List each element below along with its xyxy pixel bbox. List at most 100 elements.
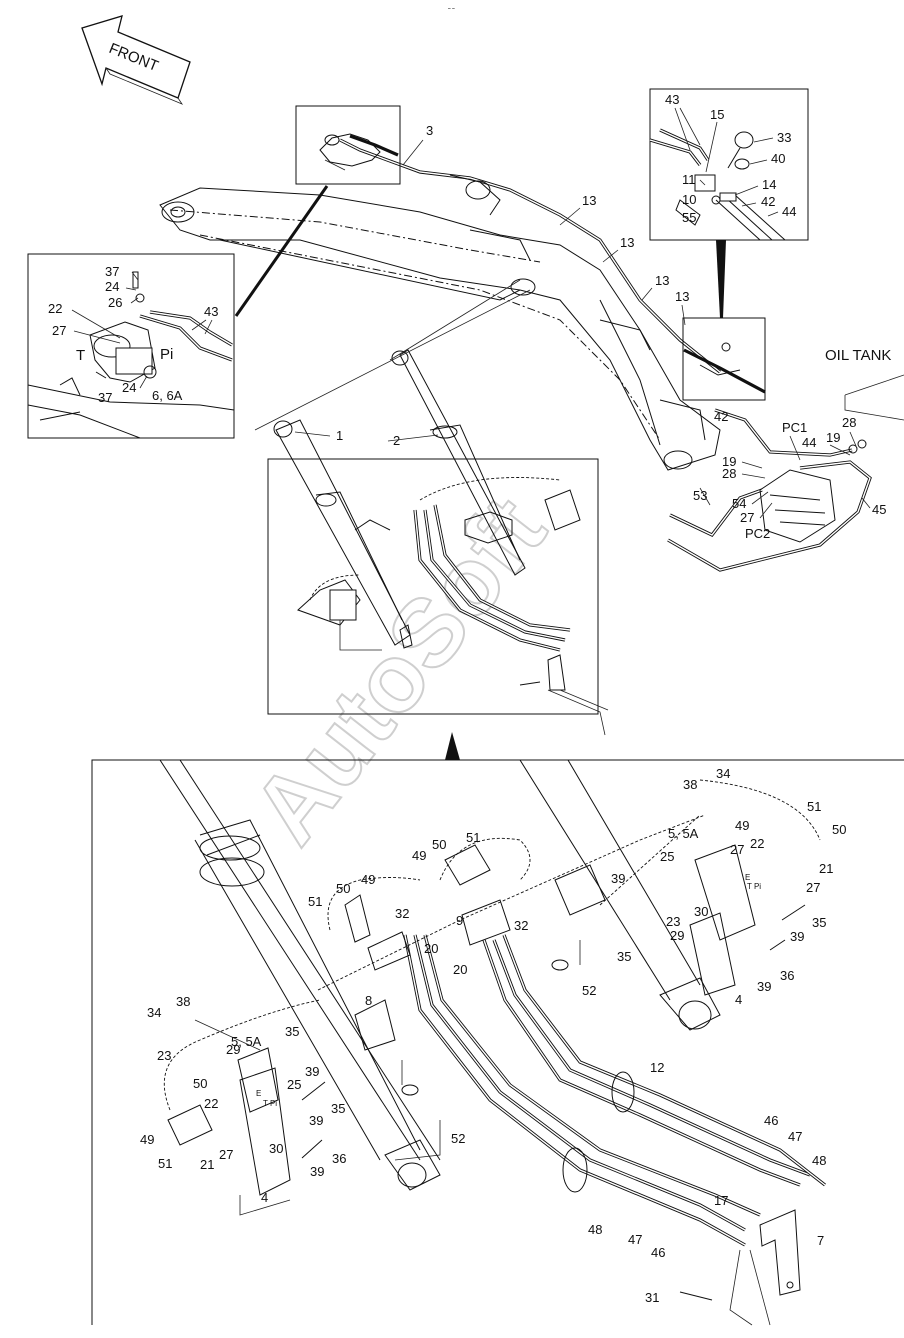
- callout-40: 40: [771, 151, 785, 166]
- callout-47: 47: [628, 1232, 642, 1247]
- callout-13: 13: [582, 193, 596, 208]
- callout-22: 22: [750, 836, 764, 851]
- callout-11: 11: [682, 172, 696, 187]
- bottom-detail-frame: [91, 759, 904, 1326]
- callout-50: 50: [432, 837, 446, 852]
- header-mark: ᠆ ᠆: [448, 7, 455, 13]
- callout-49: 49: [735, 818, 749, 833]
- callout-35: 35: [331, 1101, 345, 1116]
- callout-37: 37: [98, 390, 112, 405]
- callout-1: 1: [336, 428, 343, 443]
- callout-30: 30: [269, 1141, 283, 1156]
- callout-43: 43: [665, 92, 679, 107]
- port-e: E: [745, 873, 750, 882]
- callout-44: 44: [782, 204, 796, 219]
- callout-28: 28: [722, 466, 736, 481]
- pointer-bottom-inset: [445, 732, 460, 760]
- callout-48: 48: [812, 1153, 826, 1168]
- control-valve-area: [667, 408, 872, 572]
- pointer-right-inset: [716, 240, 726, 318]
- port-pi: Pi: [160, 346, 173, 363]
- front-arrow: FRONT: [81, 15, 191, 105]
- callout-17: 17: [714, 1193, 728, 1208]
- callout-13: 13: [620, 235, 634, 250]
- callout-25: 25: [660, 849, 674, 864]
- callout-23: 23: [157, 1048, 171, 1063]
- callout-51: 51: [158, 1156, 172, 1171]
- callout-34: 34: [716, 766, 730, 781]
- callout-35: 35: [812, 915, 826, 930]
- callout-22: 22: [204, 1096, 218, 1111]
- callout-3: 3: [426, 123, 433, 138]
- mid-detail-inset: [267, 458, 609, 736]
- callout-8: 8: [365, 993, 372, 1008]
- callout-43: 43: [204, 304, 218, 319]
- callout-4: 4: [735, 992, 742, 1007]
- callout-49: 49: [412, 848, 426, 863]
- callout-46: 46: [651, 1245, 665, 1260]
- watermark-text: AutoSoft: [232, 478, 566, 863]
- callout-46: 46: [764, 1113, 778, 1128]
- callout-52: 52: [451, 1131, 465, 1146]
- callout-50: 50: [193, 1076, 207, 1091]
- callout-7: 7: [817, 1233, 824, 1248]
- callout-39: 39: [310, 1164, 324, 1179]
- callout-4: 4: [261, 1190, 268, 1205]
- port-tpi: T Pi: [263, 1099, 277, 1108]
- callout-32: 32: [395, 906, 409, 921]
- callout-20: 20: [453, 962, 467, 977]
- boom-head-inset: [295, 105, 401, 185]
- callout-27: 27: [52, 323, 66, 338]
- callout-47: 47: [788, 1129, 802, 1144]
- callout-50: 50: [832, 822, 846, 837]
- callout-49: 49: [140, 1132, 154, 1147]
- boom-cylinders: [254, 279, 531, 646]
- callout-32: 32: [514, 918, 528, 933]
- callout-55: 55: [682, 210, 696, 225]
- callout-50: 50: [336, 881, 350, 896]
- callout-42: 42: [714, 409, 728, 424]
- callout-15: 15: [710, 107, 724, 122]
- callout-39: 39: [305, 1064, 319, 1079]
- callout-10: 10: [682, 192, 696, 207]
- callout-pc1: PC1: [782, 420, 807, 435]
- callout-35: 35: [617, 949, 631, 964]
- callout-27: 27: [740, 510, 754, 525]
- callout-13: 13: [655, 273, 669, 288]
- callout-35: 35: [285, 1024, 299, 1039]
- callout-48: 48: [588, 1222, 602, 1237]
- callout-24: 24: [122, 380, 136, 395]
- oil-tank-label: OIL TANK: [825, 347, 891, 364]
- callout-13: 13: [675, 289, 689, 304]
- callout-27: 27: [730, 842, 744, 857]
- port-tpi: T Pi: [747, 882, 761, 891]
- callout-51: 51: [807, 799, 821, 814]
- callout-36: 36: [332, 1151, 346, 1166]
- port-e: E: [256, 1089, 261, 1098]
- callout-39: 39: [757, 979, 771, 994]
- right-valve-inset: [649, 88, 809, 241]
- callout-9: 9: [456, 913, 463, 928]
- callout-44: 44: [802, 435, 816, 450]
- callout-30: 30: [694, 904, 708, 919]
- callout-38: 38: [683, 777, 697, 792]
- callout-25: 25: [287, 1077, 301, 1092]
- callout-19: 19: [722, 454, 736, 469]
- callout-49: 49: [361, 872, 375, 887]
- oil-tank: OIL TANK: [825, 347, 904, 421]
- callout-24: 24: [105, 279, 119, 294]
- callout-52: 52: [582, 983, 596, 998]
- callout-53: 53: [693, 488, 707, 503]
- callout-21: 21: [200, 1157, 214, 1172]
- callout-20: 20: [424, 941, 438, 956]
- callout-23: 23: [666, 914, 680, 929]
- callout-36: 36: [780, 968, 794, 983]
- callout-51: 51: [308, 894, 322, 909]
- callout-54: 54: [732, 496, 746, 511]
- callout-38: 38: [176, 994, 190, 1009]
- port-t: T: [76, 347, 85, 364]
- boom-valve-inset: [682, 317, 766, 401]
- callout-21: 21: [819, 861, 833, 876]
- callout-37: 37: [105, 264, 119, 279]
- callout-39: 39: [309, 1113, 323, 1128]
